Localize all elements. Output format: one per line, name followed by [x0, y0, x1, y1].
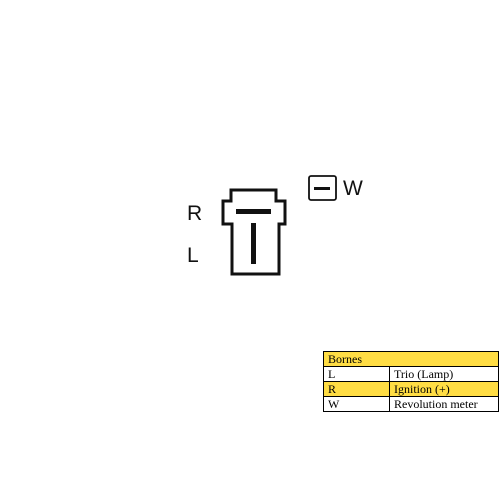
- legend-desc: Ignition (+): [389, 381, 499, 397]
- legend-header: Bornes: [323, 351, 499, 367]
- legend-row-r: R Ignition (+): [323, 381, 499, 397]
- pin-label-r: R: [187, 202, 202, 225]
- terminal-legend-table: Bornes L Trio (Lamp) R Ignition (+) W Re…: [323, 351, 499, 412]
- terminal-r-blade: [236, 209, 271, 214]
- terminal-l-blade: [251, 223, 256, 264]
- legend-desc: Trio (Lamp): [389, 366, 499, 382]
- legend-code: R: [323, 381, 390, 397]
- w-terminal-socket: [308, 175, 337, 201]
- legend-row-l: L Trio (Lamp): [323, 366, 499, 382]
- pin-label-l: L: [187, 244, 199, 267]
- pin-label-w: W: [343, 177, 363, 200]
- legend-code: L: [323, 366, 390, 382]
- legend-desc: Revolution meter: [389, 396, 499, 412]
- legend-row-w: W Revolution meter: [323, 396, 499, 412]
- legend-code: W: [323, 396, 390, 412]
- main-plug-outline: [221, 188, 287, 276]
- w-terminal-blade: [314, 187, 330, 190]
- legend-header-row: Bornes: [323, 351, 499, 367]
